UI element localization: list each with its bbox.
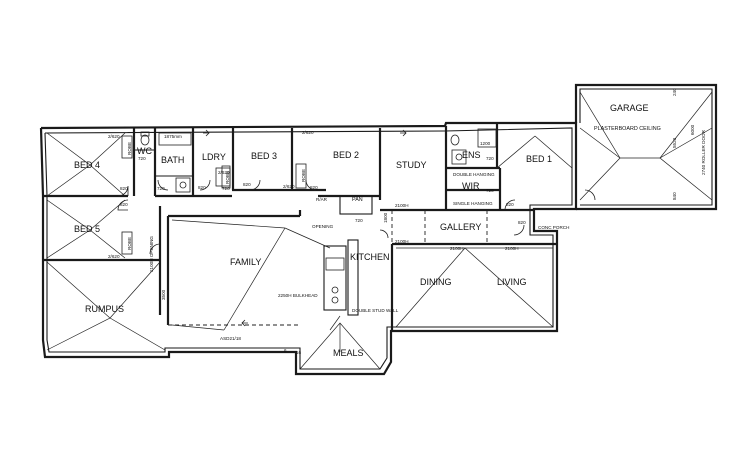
note-double-stud-wall: DOUBLE STUD WALL bbox=[352, 308, 399, 313]
room-bed1: BED 1 bbox=[526, 154, 552, 164]
note-ld-1800: 1800 bbox=[383, 212, 388, 223]
note-door-720-3: 720 bbox=[222, 186, 230, 191]
note-robe-4: ROBE bbox=[225, 171, 230, 184]
drawing-notes: PLASTERBOARD CEILING DOUBLE HANGING SING… bbox=[108, 88, 706, 355]
note-ld-3500: 3500 bbox=[161, 289, 166, 300]
note-dim-6000: 6000 bbox=[690, 124, 695, 135]
room-bed4: BED 4 bbox=[74, 160, 100, 170]
note-bulkhead: 2250H BULKHEAD bbox=[278, 293, 318, 298]
note-dim-240: 240 bbox=[672, 88, 677, 96]
room-dining: DINING bbox=[420, 277, 452, 287]
room-wir: WIR bbox=[462, 181, 480, 191]
note-door-720-6: 720 bbox=[486, 156, 494, 161]
note-single-hanging: SINGLE HANGING bbox=[453, 201, 493, 206]
note-roller-door: 2740 ROLLER DOOR bbox=[701, 129, 706, 175]
room-study: STUDY bbox=[396, 160, 427, 170]
note-robe-1: ROBE bbox=[127, 142, 132, 155]
note-door-820-4: 820 bbox=[243, 182, 251, 187]
note-2100h-c: 2100H bbox=[505, 246, 519, 251]
note-robe-2620-5: 2/620 bbox=[218, 170, 230, 175]
note-2100h-b: 2100H bbox=[450, 246, 464, 251]
note-window-asd: ASD21/18 bbox=[220, 336, 241, 341]
note-door-820-5: 820 bbox=[310, 185, 318, 190]
note-2100h-a: 2100H bbox=[395, 203, 409, 208]
note-dim-6: 6 bbox=[284, 348, 287, 353]
room-kitchen: KITCHEN bbox=[350, 252, 390, 262]
note-door-720-5: 720 bbox=[486, 188, 494, 193]
note-plasterboard-ceiling: PLASTERBOARD CEILING bbox=[594, 126, 661, 132]
room-family: FAMILY bbox=[230, 257, 261, 267]
room-meals: MEALS bbox=[333, 348, 364, 358]
room-ens: ENS bbox=[462, 150, 481, 160]
room-ldry: LDRY bbox=[202, 152, 226, 162]
note-shower-1875: 1875mm bbox=[164, 134, 182, 139]
note-door-720-2: 720 bbox=[157, 186, 165, 191]
note-door-820-7: 820 bbox=[518, 220, 526, 225]
room-bed5: BED 5 bbox=[74, 224, 100, 234]
room-gallery: GALLERY bbox=[440, 222, 481, 232]
note-door-820-2: 820 bbox=[120, 202, 128, 207]
direction-arrows bbox=[203, 129, 407, 327]
room-bed3: BED 3 bbox=[251, 151, 277, 161]
room-bath: BATH bbox=[161, 155, 184, 165]
internal-walls bbox=[43, 123, 557, 331]
note-robe-3: ROBE bbox=[301, 169, 306, 182]
note-robe-2620-2: 2/620 bbox=[108, 254, 120, 259]
room-wc: WC bbox=[137, 146, 152, 156]
note-linen: R/AR bbox=[316, 197, 328, 202]
room-garage: GARAGE bbox=[610, 103, 649, 113]
note-conc-porch: CONC PORCH bbox=[538, 225, 569, 230]
note-dim-16: 16 bbox=[296, 350, 302, 355]
room-pan: PAN bbox=[352, 197, 363, 203]
note-shower-1200: 1200 bbox=[480, 141, 491, 146]
note-robe-2: ROBE bbox=[127, 237, 132, 250]
note-2100h-d: 2100H bbox=[395, 239, 409, 244]
doors bbox=[117, 179, 596, 255]
note-door-820-3: 820 bbox=[198, 185, 206, 190]
note-door-720-1: 720 bbox=[138, 156, 146, 161]
note-opening: OPENING bbox=[312, 224, 334, 229]
note-dim-5520: 5520 bbox=[672, 137, 677, 148]
room-labels: GARAGE BED 1 BED 2 BED 3 BED 4 BED 5 STU… bbox=[74, 103, 649, 358]
note-door-720-4: 720 bbox=[355, 218, 363, 223]
fixtures bbox=[121, 128, 497, 304]
note-dim-840: 840 bbox=[672, 192, 677, 200]
room-living: LIVING bbox=[497, 277, 527, 287]
note-robe-2620-3: 2/620 bbox=[283, 184, 295, 189]
room-rumpus: RUMPUS bbox=[85, 304, 124, 314]
note-robe-2620-4: 2/620 bbox=[302, 130, 314, 135]
note-fridge-opening: 2100H OPENING bbox=[149, 236, 154, 272]
note-robe-2620-1: 2/620 bbox=[108, 134, 120, 139]
note-door-820-1: 820 bbox=[120, 186, 128, 191]
dashed-lines bbox=[168, 210, 488, 326]
room-bed2: BED 2 bbox=[333, 150, 359, 160]
note-double-hanging: DOUBLE HANGING bbox=[453, 172, 495, 177]
note-door-820-6: 820 bbox=[506, 202, 514, 207]
